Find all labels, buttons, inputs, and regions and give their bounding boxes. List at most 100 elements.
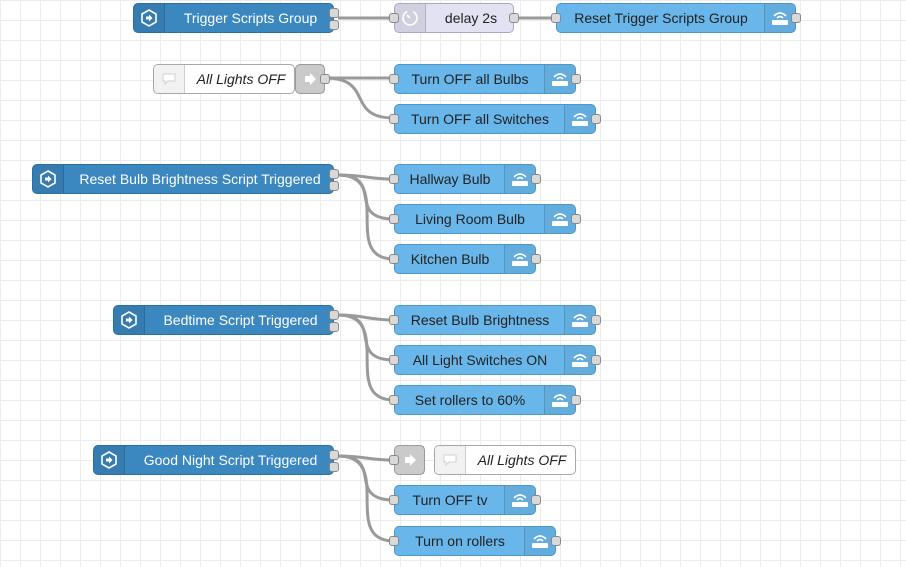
output-port[interactable]: [551, 536, 561, 546]
service-node-reset-bulb-brightness[interactable]: Reset Bulb Brightness: [389, 305, 601, 335]
output-port[interactable]: [591, 114, 601, 124]
output-port[interactable]: [571, 214, 581, 224]
wire: [337, 173, 395, 221]
output-port[interactable]: [791, 13, 801, 23]
input-port[interactable]: [389, 13, 399, 23]
wire: [337, 173, 395, 261]
home-assistant-service-icon: [544, 386, 575, 414]
link-out-node[interactable]: [295, 64, 330, 94]
service-node-all-light-switches-on[interactable]: All Light Switches ON: [389, 345, 601, 375]
node-label: Reset Trigger Scripts Group: [574, 10, 748, 26]
output-port[interactable]: [329, 462, 339, 472]
node-label: Turn on rollers: [415, 533, 505, 549]
node-label: Living Room Bulb: [415, 211, 525, 227]
service-node-reset-trigger-scripts-group[interactable]: Reset Trigger Scripts Group: [551, 3, 801, 33]
event-trigger-icon: [114, 306, 145, 334]
output-port[interactable]: [531, 495, 541, 505]
output-port[interactable]: [571, 395, 581, 405]
wire: [337, 313, 395, 362]
node-label: Reset Bulb Brightness Script Triggered: [79, 171, 321, 187]
output-port[interactable]: [329, 8, 339, 18]
node-label: Turn OFF tv: [412, 492, 488, 508]
node-label: Hallway Bulb: [409, 171, 491, 187]
input-port[interactable]: [551, 13, 561, 23]
node-label: Set rollers to 60%: [414, 392, 526, 408]
wire: [337, 454, 395, 502]
node-label: Turn OFF all Bulbs: [411, 71, 529, 87]
comment-node-all-lights-off-2[interactable]: All Lights OFF: [434, 445, 576, 475]
node-label: All Lights OFF: [196, 71, 286, 87]
inject-node-good-night-triggered[interactable]: Good Night Script Triggered: [93, 445, 339, 475]
node-label: Turn OFF all Switches: [411, 111, 549, 127]
service-node-hallway-bulb[interactable]: Hallway Bulb: [389, 164, 541, 194]
home-assistant-service-icon: [764, 4, 795, 32]
node-label: Bedtime Script Triggered: [163, 312, 318, 328]
wire: [337, 313, 395, 402]
inject-node-reset-bulb-brightness-triggered[interactable]: Reset Bulb Brightness Script Triggered: [32, 164, 339, 194]
service-node-turn-on-rollers[interactable]: Turn on rollers: [389, 526, 561, 556]
node-label: Trigger Scripts Group: [183, 10, 318, 26]
comment-bubble-icon: [154, 65, 185, 93]
input-port[interactable]: [389, 495, 399, 505]
home-assistant-service-icon: [544, 205, 575, 233]
service-node-turn-off-tv[interactable]: Turn OFF tv: [389, 485, 541, 515]
home-assistant-service-icon: [564, 306, 595, 334]
node-label: Good Night Script Triggered: [143, 452, 318, 468]
home-assistant-service-icon: [544, 65, 575, 93]
output-port[interactable]: [509, 13, 519, 23]
output-port[interactable]: [571, 74, 581, 84]
event-trigger-icon: [134, 4, 165, 32]
home-assistant-service-icon: [564, 346, 595, 374]
input-port[interactable]: [389, 74, 399, 84]
event-trigger-icon: [94, 446, 125, 474]
timer-icon: [395, 4, 426, 32]
input-port[interactable]: [389, 315, 399, 325]
service-node-living-room-bulb[interactable]: Living Room Bulb: [389, 204, 581, 234]
home-assistant-service-icon: [524, 527, 555, 555]
wire: [337, 313, 395, 322]
output-port[interactable]: [329, 20, 339, 30]
output-port[interactable]: [320, 74, 330, 84]
home-assistant-service-icon: [564, 105, 595, 133]
node-label: All Light Switches ON: [412, 352, 548, 368]
home-assistant-service-icon: [504, 245, 535, 273]
wire: [337, 454, 395, 543]
output-port[interactable]: [591, 355, 601, 365]
output-port[interactable]: [591, 315, 601, 325]
input-port[interactable]: [389, 174, 399, 184]
output-port[interactable]: [329, 310, 339, 320]
comment-node-all-lights-off[interactable]: All Lights OFF: [153, 64, 295, 94]
wire: [337, 454, 395, 462]
output-port[interactable]: [531, 254, 541, 264]
output-port[interactable]: [329, 450, 339, 460]
input-port[interactable]: [389, 536, 399, 546]
inject-node-trigger-scripts-group[interactable]: Trigger Scripts Group: [133, 3, 339, 33]
wire: [324, 76, 395, 120]
input-port[interactable]: [389, 254, 399, 264]
input-port[interactable]: [389, 114, 399, 124]
link-out-icon: [296, 65, 324, 93]
event-trigger-icon: [33, 165, 64, 193]
node-label: delay 2s: [444, 10, 498, 26]
home-assistant-service-icon: [504, 165, 535, 193]
output-port[interactable]: [329, 322, 339, 332]
input-port[interactable]: [389, 355, 399, 365]
node-label: All Lights OFF: [477, 452, 567, 468]
home-assistant-service-icon: [504, 486, 535, 514]
service-node-turn-off-all-switches[interactable]: Turn OFF all Switches: [389, 104, 601, 134]
delay-node[interactable]: delay 2s: [389, 3, 519, 33]
service-node-kitchen-bulb[interactable]: Kitchen Bulb: [389, 244, 541, 274]
comment-bubble-icon: [435, 446, 466, 474]
link-out-node[interactable]: [389, 445, 425, 475]
service-node-set-rollers-60[interactable]: Set rollers to 60%: [389, 385, 581, 415]
input-port[interactable]: [389, 455, 399, 465]
wire: [337, 173, 395, 181]
input-port[interactable]: [389, 214, 399, 224]
output-port[interactable]: [329, 169, 339, 179]
link-out-icon: [395, 446, 424, 474]
service-node-turn-off-all-bulbs[interactable]: Turn OFF all Bulbs: [389, 64, 581, 94]
output-port[interactable]: [531, 174, 541, 184]
inject-node-bedtime-triggered[interactable]: Bedtime Script Triggered: [113, 305, 339, 335]
output-port[interactable]: [329, 181, 339, 191]
input-port[interactable]: [389, 395, 399, 405]
